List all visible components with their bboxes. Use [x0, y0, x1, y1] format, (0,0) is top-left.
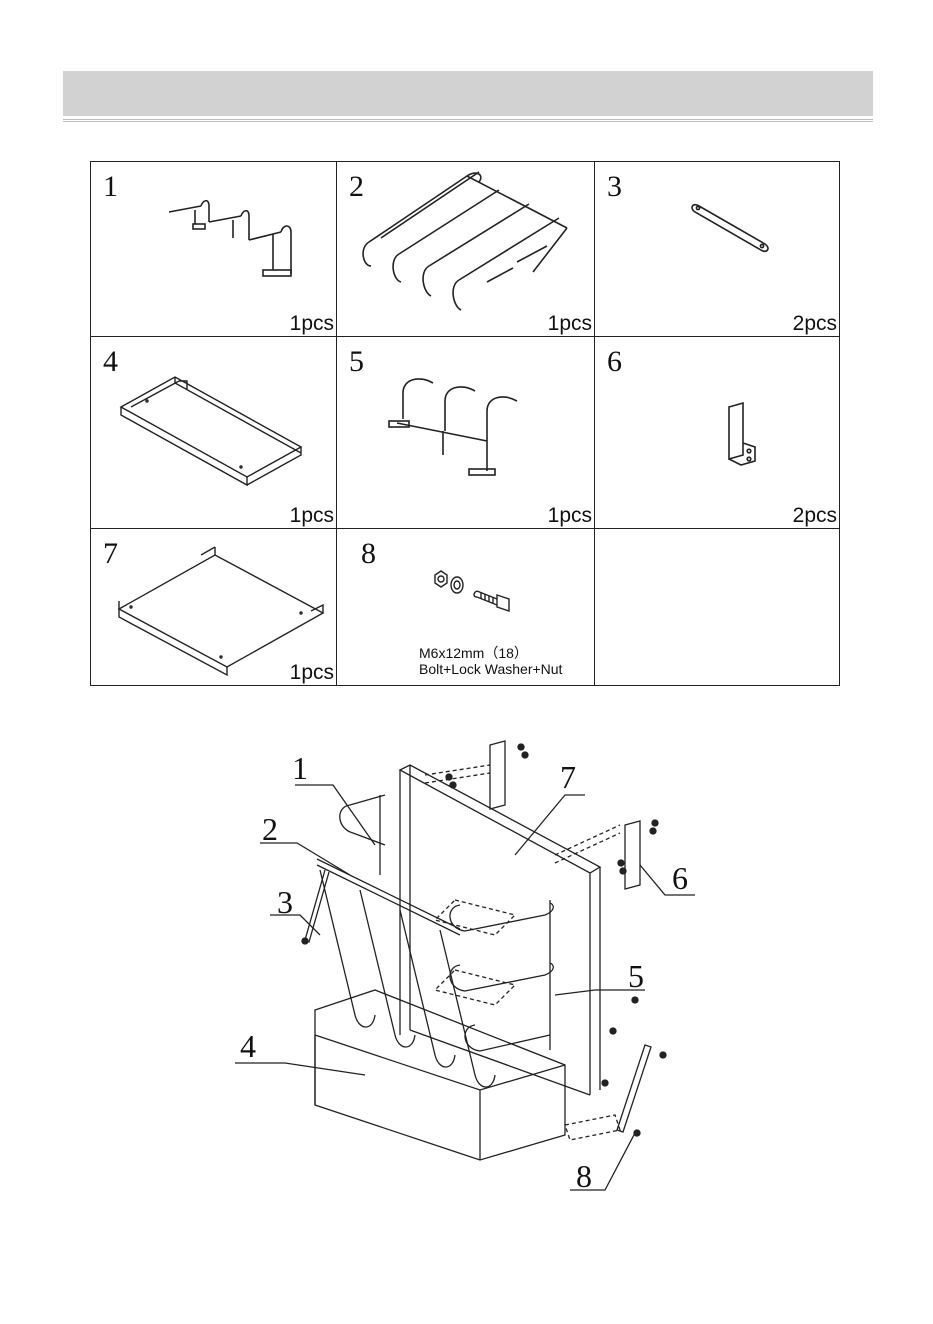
parts-list-grid: 1 1pcs 2 1p [90, 161, 840, 686]
callout-3: 3 [277, 886, 293, 918]
bolt-spec-description: Bolt+Lock Washer+Nut [419, 661, 562, 677]
callout-4: 4 [240, 1030, 256, 1062]
part-cell-5: 5 1pcs [337, 337, 595, 529]
part-qty: 2pcs [793, 312, 837, 336]
l-bracket-icon [595, 337, 839, 529]
part-qty: 1pcs [290, 661, 334, 685]
header-rule [63, 119, 873, 122]
part-qty: 1pcs [290, 504, 334, 528]
part-cell-6: 6 2pcs [595, 337, 839, 529]
part-cell-3: 3 2pcs [595, 162, 839, 337]
callout-2: 2 [262, 813, 278, 845]
part-cell-7: 7 1pcs [91, 529, 337, 685]
flat-link-bar-icon [595, 162, 839, 337]
callout-8: 8 [576, 1160, 592, 1192]
part-qty: 1pcs [548, 312, 592, 336]
part-qty: 1pcs [548, 504, 592, 528]
bolt-spec-size: M6x12mm（18） [419, 645, 528, 661]
part-cell-1: 1 1pcs [91, 162, 337, 337]
callout-7: 7 [560, 761, 576, 793]
part-qty: 1pcs [290, 312, 334, 336]
three-hook-rail-icon [91, 162, 337, 337]
callout-6: 6 [672, 862, 688, 894]
header-bar [63, 71, 873, 116]
base-tray-icon [91, 337, 337, 529]
curved-hook-rail-icon [337, 337, 595, 529]
part-qty: 2pcs [793, 504, 837, 528]
part-cell-8: 8 M6x12mm（18） Bolt+Lock Washer+Nut [337, 529, 595, 685]
callout-1: 1 [292, 752, 308, 784]
part-cell-2: 2 1pcs [337, 162, 595, 337]
bent-tube-rack-icon [337, 162, 595, 337]
empty-cell [595, 529, 839, 685]
part-cell-4: 4 1pcs [91, 337, 337, 529]
callout-5: 5 [628, 960, 644, 992]
